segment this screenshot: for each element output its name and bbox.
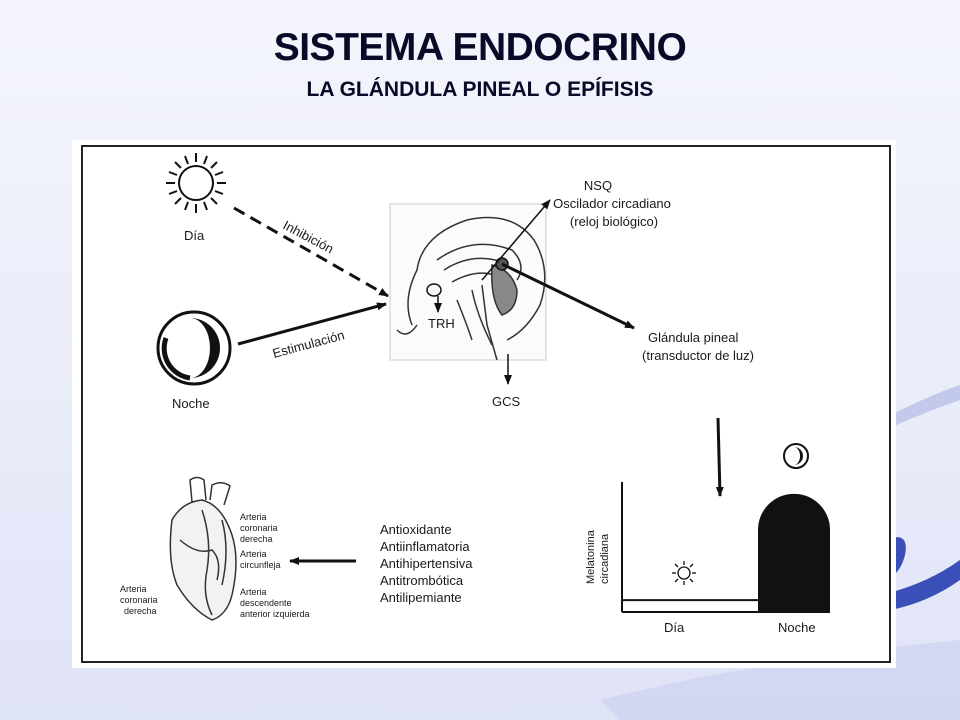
blue-swoosh-low xyxy=(880,560,960,612)
trh-label: TRH xyxy=(428,316,455,331)
figure-frame xyxy=(81,145,891,663)
small-sun-icon xyxy=(672,561,696,585)
chart-ylabel-line1: Melatonina xyxy=(585,529,597,584)
blue-swoosh-top xyxy=(880,385,960,430)
x-tick-day: Día xyxy=(664,620,685,635)
pineal-arrow xyxy=(501,262,635,330)
effect-item: Antioxidante xyxy=(380,522,452,537)
diagram-panel: Día Noche Inhibición Estimulación xyxy=(72,140,896,668)
heart-label-left3: derecha xyxy=(124,606,157,616)
day-label: Día xyxy=(184,228,205,243)
heart-label-circ1: Arteria xyxy=(240,549,267,559)
nsq-label-line3: (reloj biológico) xyxy=(570,214,658,229)
moon-icon xyxy=(156,310,232,386)
slide-subtitle: LA GLÁNDULA PINEAL O EPÍFISIS xyxy=(306,78,654,101)
melatonin-down-arrow xyxy=(715,417,724,497)
gcs-label: GCS xyxy=(492,394,521,409)
effect-item: Antiinflamatoria xyxy=(380,539,470,554)
heart-label-circ2: circunfleja xyxy=(240,560,281,570)
pineal-label-line2: (transductor de luz) xyxy=(642,348,754,363)
nsq-label-line2: Oscilador circadiano xyxy=(553,196,671,211)
small-moon-icon xyxy=(783,443,809,469)
effect-item: Antihipertensiva xyxy=(380,556,473,571)
chart-ylabel-line2: circadiana xyxy=(599,533,611,584)
nsq-pointer xyxy=(481,199,551,281)
night-label: Noche xyxy=(172,396,210,411)
bar-night xyxy=(758,493,830,612)
heart-label-desc1: Arteria xyxy=(240,587,267,597)
x-tick-night: Noche xyxy=(778,620,816,635)
effect-item: Antitrombótica xyxy=(380,573,464,588)
sun-icon xyxy=(166,153,226,213)
heart-label-rca3: derecha xyxy=(240,534,273,544)
heart-label-rca1: Arteria xyxy=(240,512,267,522)
heart-label-rca2: coronaria xyxy=(240,523,278,533)
heart-label-left1: Arteria xyxy=(120,584,147,594)
heart-illustration xyxy=(169,476,237,621)
inhibition-arrow xyxy=(233,206,389,298)
nsq-label-line1: NSQ xyxy=(584,178,612,193)
melatonin-chart: Melatonina circadiana Día Noche xyxy=(585,443,830,635)
brain-illustration xyxy=(389,203,547,361)
effect-item: Antilipemiante xyxy=(380,590,462,605)
slide-title: SISTEMA ENDOCRINO xyxy=(273,26,687,69)
stimulation-arrow xyxy=(237,302,387,346)
heart-label-desc3: anterior izquierda xyxy=(240,609,310,619)
heart-label-desc2: descendente xyxy=(240,598,292,608)
heart-label-left2: coronaria xyxy=(120,595,158,605)
effects-list: Antioxidante Antiinflamatoria Antihipert… xyxy=(380,522,473,605)
pineal-label-line1: Glándula pineal xyxy=(648,330,738,345)
diagram-canvas: Día Noche Inhibición Estimulación xyxy=(81,145,891,663)
